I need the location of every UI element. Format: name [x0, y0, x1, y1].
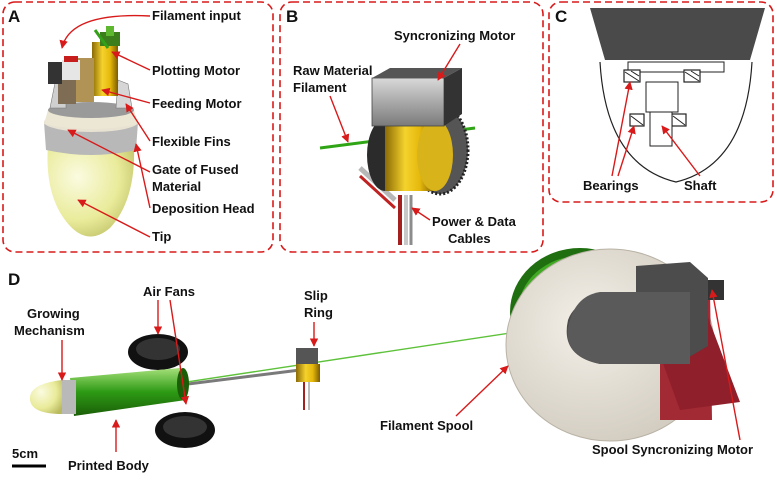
label-gate-line2: Material	[152, 179, 201, 194]
arrow-deposition-head	[133, 143, 151, 209]
label-spool-motor: Spool Syncronizing Motor	[592, 442, 753, 457]
label-air-fans: Air Fans	[143, 284, 195, 299]
label-shaft: Shaft	[684, 178, 717, 193]
slip-ring-closeup	[319, 68, 476, 245]
label-power-line2: Cables	[448, 231, 491, 246]
label-growing-line2: Mechanism	[14, 323, 85, 338]
arrow-shaft	[661, 125, 701, 177]
label-bearings: Bearings	[583, 178, 639, 193]
label-gate-line1: Gate of Fused	[152, 162, 239, 177]
panel-c-letter: C	[555, 7, 567, 26]
label-slip-line2: Ring	[304, 305, 333, 320]
label-sync-motor: Syncronizing Motor	[394, 28, 515, 43]
arrow-filament-spool	[455, 365, 509, 417]
label-scale-bar: 5cm	[12, 446, 38, 461]
label-slip-line1: Slip	[304, 288, 328, 303]
label-tip: Tip	[152, 229, 171, 244]
panel-b-letter: B	[286, 7, 298, 26]
label-filament-input: Filament input	[152, 8, 242, 23]
full-system-illustration	[12, 248, 740, 468]
arrow-gate	[67, 129, 151, 173]
arrow-raw-filament	[329, 95, 350, 143]
panel-a-letter: A	[8, 7, 20, 26]
label-growing-line1: Growing	[27, 306, 80, 321]
arrow-filament-input	[59, 14, 151, 49]
label-raw-line1: Raw Material	[293, 63, 372, 78]
arrow-bearings-2	[617, 125, 636, 177]
panel-d-letter: D	[8, 270, 20, 289]
label-printed-body: Printed Body	[68, 458, 150, 473]
label-raw-line2: Filament	[293, 80, 347, 95]
arrow-feeding-motor	[101, 87, 151, 104]
label-flexible-fins: Flexible Fins	[152, 134, 231, 149]
arrow-air-fans-2	[169, 299, 190, 405]
label-filament-spool: Filament Spool	[380, 418, 473, 433]
arrow-flexible-fins	[125, 103, 151, 142]
label-deposition-head: Deposition Head	[152, 201, 255, 216]
arrow-tip	[77, 199, 151, 238]
arrow-power-cables	[411, 207, 431, 221]
cross-section-drawing	[590, 8, 765, 183]
arrow-bearings-1	[611, 81, 633, 177]
panel-a-border	[2, 1, 274, 253]
arrow-plotting-motor	[111, 51, 151, 71]
panel-b-border	[279, 1, 544, 253]
arrow-sync-motor	[437, 43, 461, 81]
label-feeding-motor: Feeding Motor	[152, 96, 242, 111]
label-plotting-motor: Plotting Motor	[152, 63, 240, 78]
label-power-line1: Power & Data	[432, 214, 517, 229]
panel-c-border	[548, 1, 774, 203]
arrow-spool-motor	[709, 289, 741, 441]
